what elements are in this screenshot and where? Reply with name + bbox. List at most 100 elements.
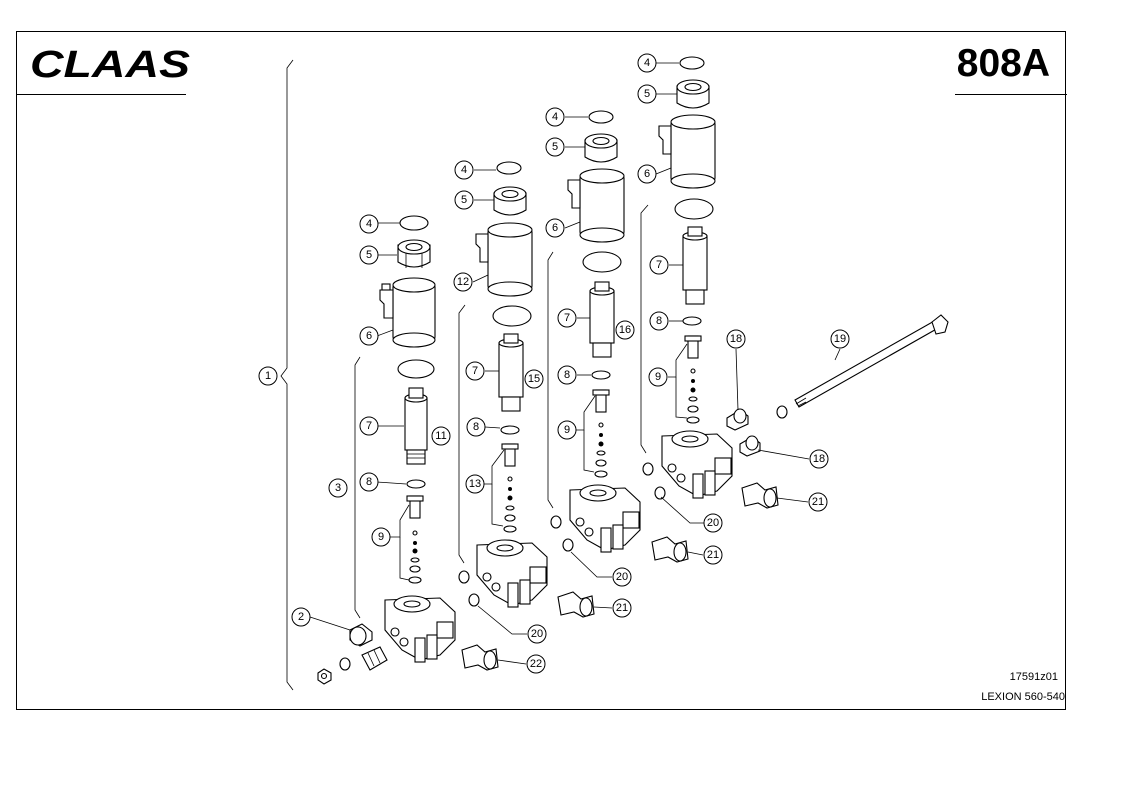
callout-6: 6 <box>637 164 657 184</box>
solenoid-coil <box>658 114 716 189</box>
o-ring <box>399 215 429 231</box>
assembly-brace <box>280 59 294 691</box>
svg-text:19: 19 <box>834 333 846 345</box>
seal-ring <box>500 425 520 435</box>
svg-text:15: 15 <box>528 373 540 385</box>
svg-text:4: 4 <box>366 218 372 230</box>
svg-text:4: 4 <box>461 164 467 176</box>
callout-22: 22 <box>526 654 546 674</box>
o-ring <box>397 359 435 379</box>
logo-underline <box>16 94 186 95</box>
callout-1: 1 <box>258 366 278 386</box>
svg-text:4: 4 <box>644 57 650 69</box>
valve-column-d <box>642 56 949 509</box>
svg-text:16: 16 <box>619 324 631 336</box>
spool-set <box>684 335 702 424</box>
valve-cartridge <box>589 281 615 358</box>
callout-8: 8 <box>649 311 669 331</box>
callout-5: 5 <box>359 245 379 265</box>
washer <box>776 405 788 419</box>
svg-text:11: 11 <box>435 430 446 442</box>
callout-4: 4 <box>545 107 565 127</box>
svg-text:8: 8 <box>564 369 570 381</box>
callout-4: 4 <box>637 53 657 73</box>
solenoid-coil <box>567 168 625 243</box>
page-number: 808A <box>956 42 1050 85</box>
claas-logo: CLAAS <box>30 44 190 84</box>
svg-text:18: 18 <box>730 333 742 345</box>
svg-text:5: 5 <box>366 249 372 261</box>
seal-ring <box>406 479 426 489</box>
svg-text:8: 8 <box>366 476 372 488</box>
o-ring <box>674 198 714 220</box>
port-fitting <box>461 644 499 671</box>
o-ring-small <box>458 570 470 584</box>
model-label: LEXION 560-540 <box>981 691 1065 703</box>
leader-lines <box>309 62 841 665</box>
svg-text:9: 9 <box>378 531 384 543</box>
seal-ring <box>591 370 611 380</box>
callout-18: 18 <box>726 329 746 349</box>
port-fitting <box>741 482 779 509</box>
callout-7: 7 <box>465 361 485 381</box>
svg-text:13: 13 <box>469 478 481 490</box>
callout-20: 20 <box>703 513 723 533</box>
plug-fitting <box>349 623 373 647</box>
plug-18-upper <box>726 408 749 431</box>
callout-20: 20 <box>527 624 547 644</box>
svg-text:20: 20 <box>707 517 719 529</box>
callout-16: 16 <box>615 320 635 340</box>
callout-8: 8 <box>557 365 577 385</box>
svg-text:12: 12 <box>457 276 469 288</box>
svg-text:20: 20 <box>531 628 543 640</box>
svg-text:6: 6 <box>552 222 558 234</box>
svg-text:5: 5 <box>461 194 467 206</box>
valve-block <box>476 539 548 608</box>
svg-text:9: 9 <box>655 371 661 383</box>
callout-15: 15 <box>524 369 544 389</box>
nut <box>676 79 710 109</box>
o-ring <box>492 305 532 327</box>
port-fitting <box>651 536 689 563</box>
callout-7: 7 <box>557 308 577 328</box>
seal-ring <box>682 316 702 326</box>
callout-11: 11 <box>431 426 451 446</box>
spool-set <box>406 495 424 584</box>
nut <box>397 239 431 268</box>
svg-text:6: 6 <box>644 168 650 180</box>
svg-text:3: 3 <box>335 482 341 494</box>
svg-text:21: 21 <box>707 549 719 561</box>
page-number-underline <box>955 94 1067 95</box>
nut <box>493 186 527 216</box>
callout-20: 20 <box>612 567 632 587</box>
svg-text:1: 1 <box>265 370 271 382</box>
tie-rod <box>794 314 949 408</box>
callout-5: 5 <box>637 84 657 104</box>
svg-text:8: 8 <box>473 421 479 433</box>
callout-7: 7 <box>649 255 669 275</box>
bracket-15 <box>547 251 554 509</box>
valve-block <box>661 430 733 499</box>
o-ring-small <box>550 515 562 529</box>
callout-8: 8 <box>359 472 379 492</box>
valve-column-c <box>550 110 689 563</box>
plug-18-lower <box>739 435 761 457</box>
svg-text:8: 8 <box>656 315 662 327</box>
callout-4: 4 <box>359 214 379 234</box>
svg-text:2: 2 <box>298 611 304 623</box>
nut <box>584 133 618 163</box>
o-ring <box>588 110 614 124</box>
callout-9: 9 <box>648 367 668 387</box>
port-fitting <box>557 591 595 618</box>
callout-8: 8 <box>466 417 486 437</box>
o-ring-small <box>562 538 574 552</box>
callout-9: 9 <box>371 527 391 547</box>
svg-text:21: 21 <box>616 602 628 614</box>
callout-18: 18 <box>809 449 829 469</box>
valve-cartridge <box>682 226 708 305</box>
callout-5: 5 <box>545 137 565 157</box>
svg-text:20: 20 <box>616 571 628 583</box>
svg-text:7: 7 <box>472 365 478 377</box>
spool-set <box>592 389 610 478</box>
